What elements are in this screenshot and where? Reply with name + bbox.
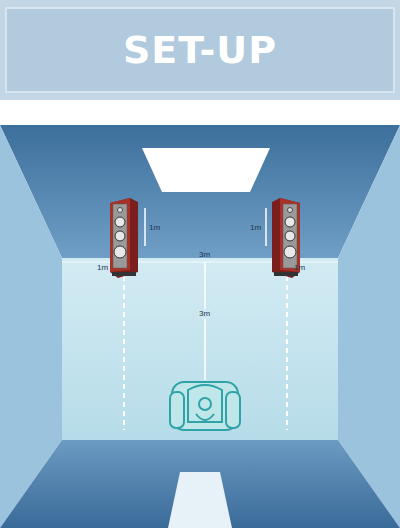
dimension-label: 1m xyxy=(96,263,109,273)
listening-chair xyxy=(170,382,240,430)
distance-line xyxy=(204,262,206,380)
speaker xyxy=(110,198,138,278)
wall-distance-line xyxy=(144,208,146,246)
dashed-guide xyxy=(123,276,125,430)
dimension-label: 1m xyxy=(249,223,262,233)
page-title: SET-UP xyxy=(0,0,400,100)
floor xyxy=(62,258,338,440)
doorway xyxy=(168,472,232,528)
dashed-guide xyxy=(286,276,288,430)
wall-distance-line xyxy=(265,208,267,246)
front-wall xyxy=(0,440,400,528)
dimension-label: 3m xyxy=(198,309,211,319)
window xyxy=(142,148,270,192)
dimension-label: 1m xyxy=(293,263,306,273)
header-band xyxy=(0,0,400,100)
dimension-label: 1m xyxy=(148,223,161,233)
back-wall xyxy=(0,125,400,258)
dimension-label: 3m xyxy=(198,250,211,260)
